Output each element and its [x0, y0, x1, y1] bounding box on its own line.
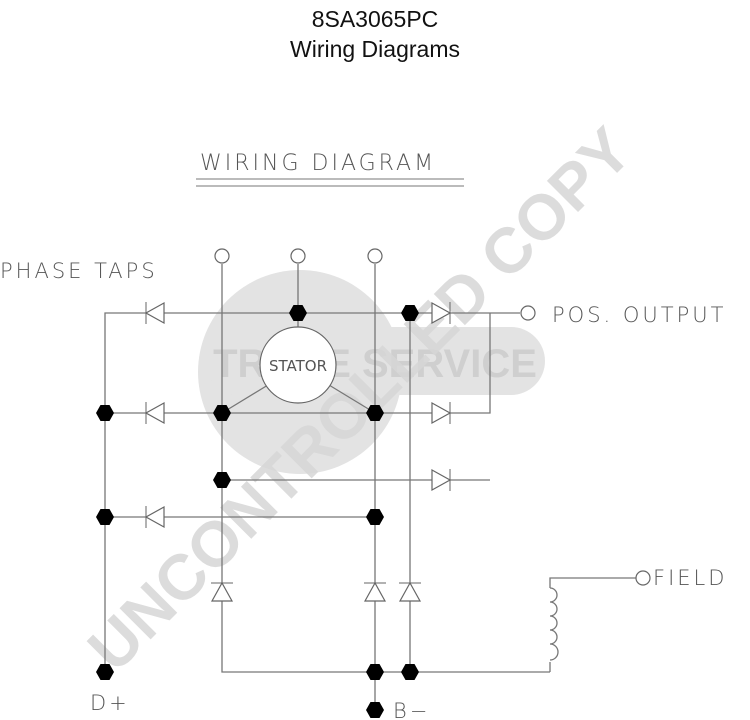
- junction-dot: [366, 405, 384, 421]
- field-label: FIELD: [653, 566, 727, 590]
- terminal-icon: [520, 305, 536, 321]
- terminal-icon: [635, 570, 651, 586]
- junction-dot: [213, 472, 231, 488]
- terminal-icon: [214, 248, 230, 264]
- junction-dot: [401, 664, 419, 680]
- junction-dot: [96, 405, 114, 421]
- terminal-icon: [367, 248, 383, 264]
- diode-icon: [363, 581, 387, 602]
- pos-output-label: POS. OUTPUT: [552, 303, 726, 327]
- model-title: 8SA3065PC: [311, 6, 439, 32]
- diode-icon: [144, 301, 165, 325]
- watermark-uncontrolled-copy: UNCONTROLLED COPY: [74, 114, 645, 685]
- watermark: TRADE SERVICE UNCONTROLLED COPY: [74, 114, 645, 685]
- junction-dot: [213, 405, 231, 421]
- diode-icon: [431, 468, 452, 492]
- junction-dot: [96, 664, 114, 680]
- stator-label: STATOR: [269, 357, 327, 375]
- diode-icon: [398, 581, 422, 602]
- junction-dot: [366, 702, 384, 718]
- phase-taps-label: PHASE TAPS: [0, 259, 158, 283]
- junction-dot: [289, 305, 307, 321]
- field-coil: [549, 587, 559, 661]
- junction-dot: [96, 509, 114, 525]
- diode-icon: [431, 401, 452, 425]
- diode-icon: [144, 505, 165, 529]
- diagram-title: WIRING DIAGRAM: [200, 151, 436, 176]
- diode-icon: [210, 581, 234, 602]
- d-plus-label: D+: [90, 691, 130, 715]
- junction-dot: [366, 509, 384, 525]
- diode-icon: [431, 301, 452, 325]
- junction-dot: [366, 664, 384, 680]
- junction-dot: [401, 305, 419, 321]
- stator-symbol: [259, 326, 337, 404]
- terminal-icon: [290, 248, 306, 264]
- b-minus-label: B−: [393, 699, 430, 720]
- diode-icon: [144, 401, 165, 425]
- page-subtitle: Wiring Diagrams: [290, 36, 460, 62]
